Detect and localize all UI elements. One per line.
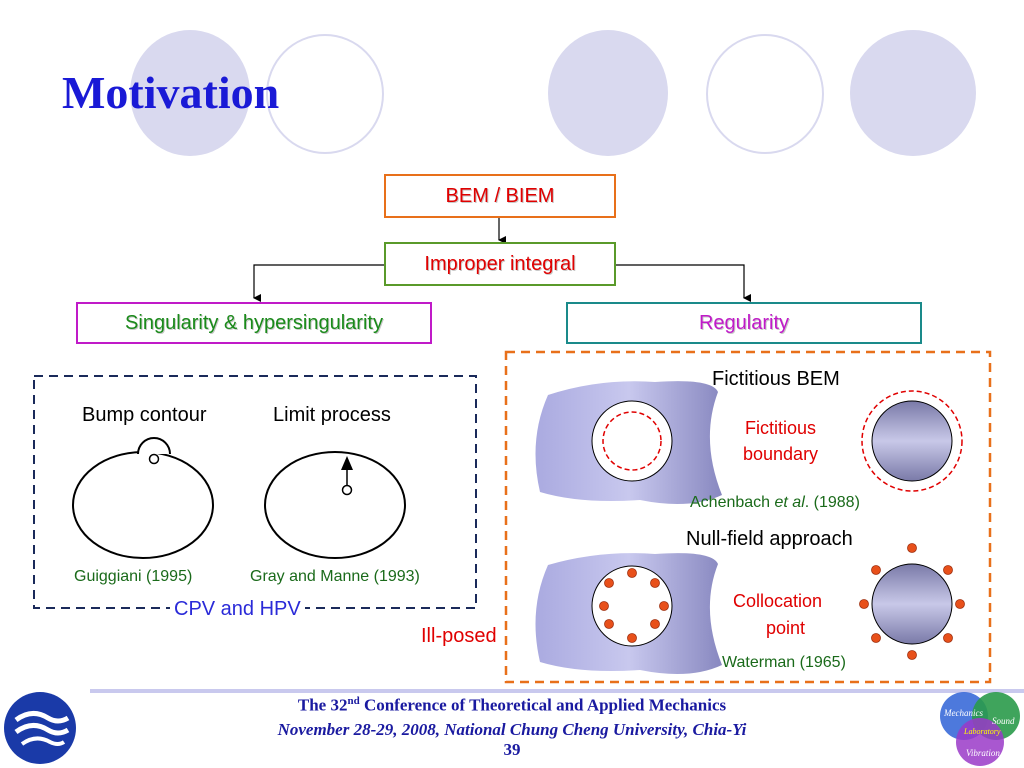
bem-biem-box: BEM / BIEM xyxy=(384,174,616,218)
limit-process-label: Limit process xyxy=(273,404,391,426)
collocation-point xyxy=(650,619,660,629)
limit-arrow-head xyxy=(341,456,353,470)
improper-integral-label: Improper integral xyxy=(424,252,576,275)
collocation-point xyxy=(859,599,869,609)
collocation-point xyxy=(604,578,614,588)
university-logo xyxy=(4,692,76,764)
regularity-box: Regularity xyxy=(566,302,922,344)
collocation-point xyxy=(943,633,953,643)
improper-integral-box: Improper integral xyxy=(384,242,616,286)
achenbach-year: . (1988) xyxy=(804,494,860,511)
collocation-point xyxy=(871,565,881,575)
fictitious-boundary-inner xyxy=(602,411,662,471)
lab-logo: Mechanics Sound Laboratory Vibration xyxy=(940,692,1020,766)
collocation-point xyxy=(627,568,637,578)
deco-circle-5 xyxy=(850,30,976,156)
conference-title-sup: nd xyxy=(347,695,360,707)
ill-posed-label: Ill-posed xyxy=(419,625,499,648)
conference-dates: November 28-29, 2008, National Chung Che… xyxy=(277,720,747,739)
left-dashed-frame xyxy=(33,375,477,609)
fictitious-boundary-label-2: boundary xyxy=(743,444,819,464)
logo-mechanics: Mechanics xyxy=(943,708,983,718)
collocation-point xyxy=(599,601,609,611)
collocation-point xyxy=(650,578,660,588)
collocation-points-inner xyxy=(599,568,669,643)
right-dashed-frame xyxy=(504,350,992,684)
conference-title: The 32nd Conference of Theoretical and A… xyxy=(0,695,1024,716)
page-number: 39 xyxy=(503,740,521,759)
regularity-label: Regularity xyxy=(698,311,790,334)
limit-process-ellipse xyxy=(264,451,406,559)
gray-manne-citation: Gray and Manne (1993) xyxy=(250,568,420,585)
collocation-point xyxy=(907,650,917,660)
collocation-point xyxy=(955,599,965,609)
collocation-point xyxy=(943,565,953,575)
fictitious-boundary-outer xyxy=(861,390,963,492)
logo-vibration: Vibration xyxy=(966,748,1000,758)
collocation-point xyxy=(627,633,637,643)
fictitious-boundary-label-1: Fictitious xyxy=(745,418,817,438)
limit-point xyxy=(341,484,353,496)
slide-title: Motivation xyxy=(62,67,280,118)
fictitious-hole xyxy=(591,400,673,482)
deco-circle-2 xyxy=(266,34,384,154)
achenbach-name: Achenbach xyxy=(690,494,775,511)
fictitious-bem-label: Fictitious BEM xyxy=(712,368,840,390)
deco-circle-1 xyxy=(130,30,250,156)
achenbach-etal: et al xyxy=(774,494,805,511)
singularity-label: Singularity & hypersingularity xyxy=(125,311,383,334)
bump-point xyxy=(148,453,160,465)
cpv-hpv-label: CPV and HPV xyxy=(170,598,305,621)
guiggiani-citation: Guiggiani (1995) xyxy=(74,568,193,585)
collocation-label-1: Collocation xyxy=(733,591,823,611)
deco-circle-4 xyxy=(706,34,824,154)
collocation-point xyxy=(871,633,881,643)
conference-title-pre: The 32 xyxy=(297,695,348,715)
bem-biem-label: BEM / BIEM xyxy=(445,184,555,207)
arrow-improper-to-singularity xyxy=(253,264,385,302)
singularity-box: Singularity & hypersingularity xyxy=(76,302,432,344)
null-field-label: Null-field approach xyxy=(686,528,853,550)
collocation-point xyxy=(659,601,669,611)
collocation-label-2: point xyxy=(766,618,806,638)
waterman-citation: Waterman (1965) xyxy=(722,654,846,671)
achenbach-citation: Achenbach et al. (1988) xyxy=(690,494,860,512)
conference-title-post: Conference of Theoretical and Applied Me… xyxy=(359,695,727,715)
arrow-improper-to-regularity xyxy=(615,264,751,302)
footer-divider xyxy=(90,689,1024,693)
collocation-points-outer xyxy=(859,543,965,660)
fictitious-disk xyxy=(871,400,953,482)
logo-sound: Sound xyxy=(992,716,1015,726)
collocation-point xyxy=(907,543,917,553)
logo-laboratory: Laboratory xyxy=(963,727,1001,736)
deco-circle-3 xyxy=(548,30,668,156)
bump-arc xyxy=(137,437,171,455)
collocation-point xyxy=(604,619,614,629)
bump-contour-label: Bump contour xyxy=(82,404,207,426)
null-field-disk xyxy=(871,563,953,645)
